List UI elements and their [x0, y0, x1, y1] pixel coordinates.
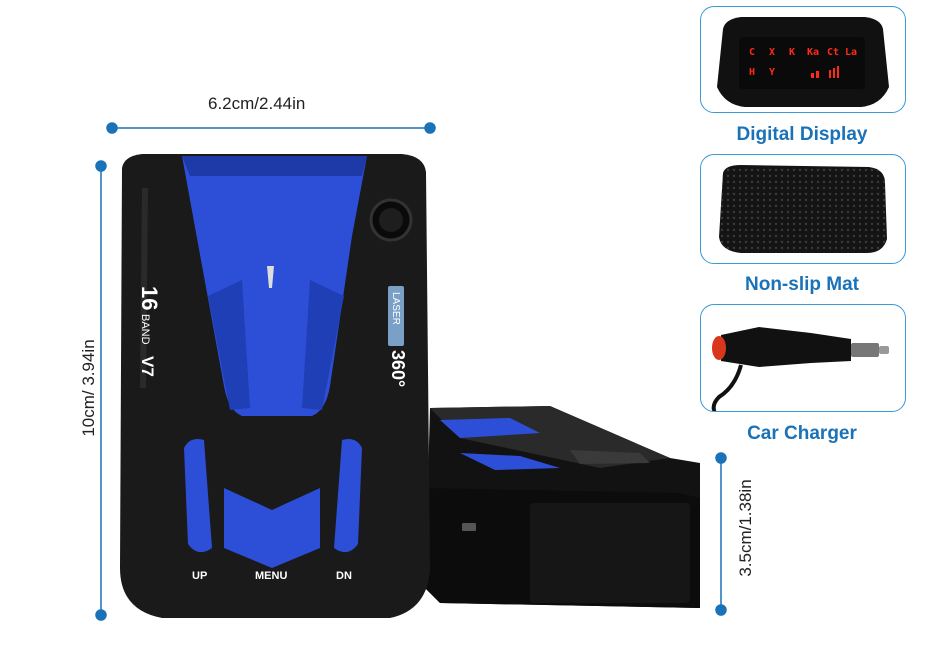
device-side-view — [425, 406, 700, 608]
dn-button-label: DN — [336, 570, 352, 582]
led-ka: Ka — [807, 47, 820, 58]
model-number: 16 — [137, 286, 162, 310]
up-button-label: UP — [192, 570, 208, 582]
charger-graphic — [711, 327, 889, 411]
led-ct: Ct — [827, 47, 840, 58]
led-c: C — [749, 47, 756, 58]
caption-digital-display: Digital Display — [736, 124, 868, 145]
led-k: K — [789, 47, 796, 58]
caption-car-charger: Car Charger — [747, 423, 857, 444]
caption-non-slip-mat: Non-slip Mat — [745, 274, 859, 295]
led-y: Y — [769, 67, 776, 78]
laser-label: LASER — [390, 292, 401, 325]
led-x: X — [769, 47, 776, 58]
display-unit-graphic — [717, 17, 889, 107]
depth-label: 3.5cm/1.38in — [736, 479, 755, 577]
led-la: La — [845, 47, 858, 58]
width-label: 6.2cm/2.44in — [208, 94, 306, 113]
led-h: H — [749, 67, 756, 78]
non-slip-mat-panel — [700, 154, 906, 264]
model-band: BAND — [139, 314, 151, 345]
device-front: 16 BAND V7 LASER 360° — [120, 154, 430, 618]
height-label: 10cm/ 3.94in — [79, 339, 98, 437]
mat-graphic — [719, 165, 887, 253]
model-version: V7 — [138, 356, 157, 377]
coverage-label: 360° — [388, 350, 408, 387]
car-charger-panel — [700, 304, 906, 412]
digital-display-panel: C X K Ka Ct La H Y — [700, 6, 906, 113]
menu-button-label: MENU — [255, 570, 288, 582]
